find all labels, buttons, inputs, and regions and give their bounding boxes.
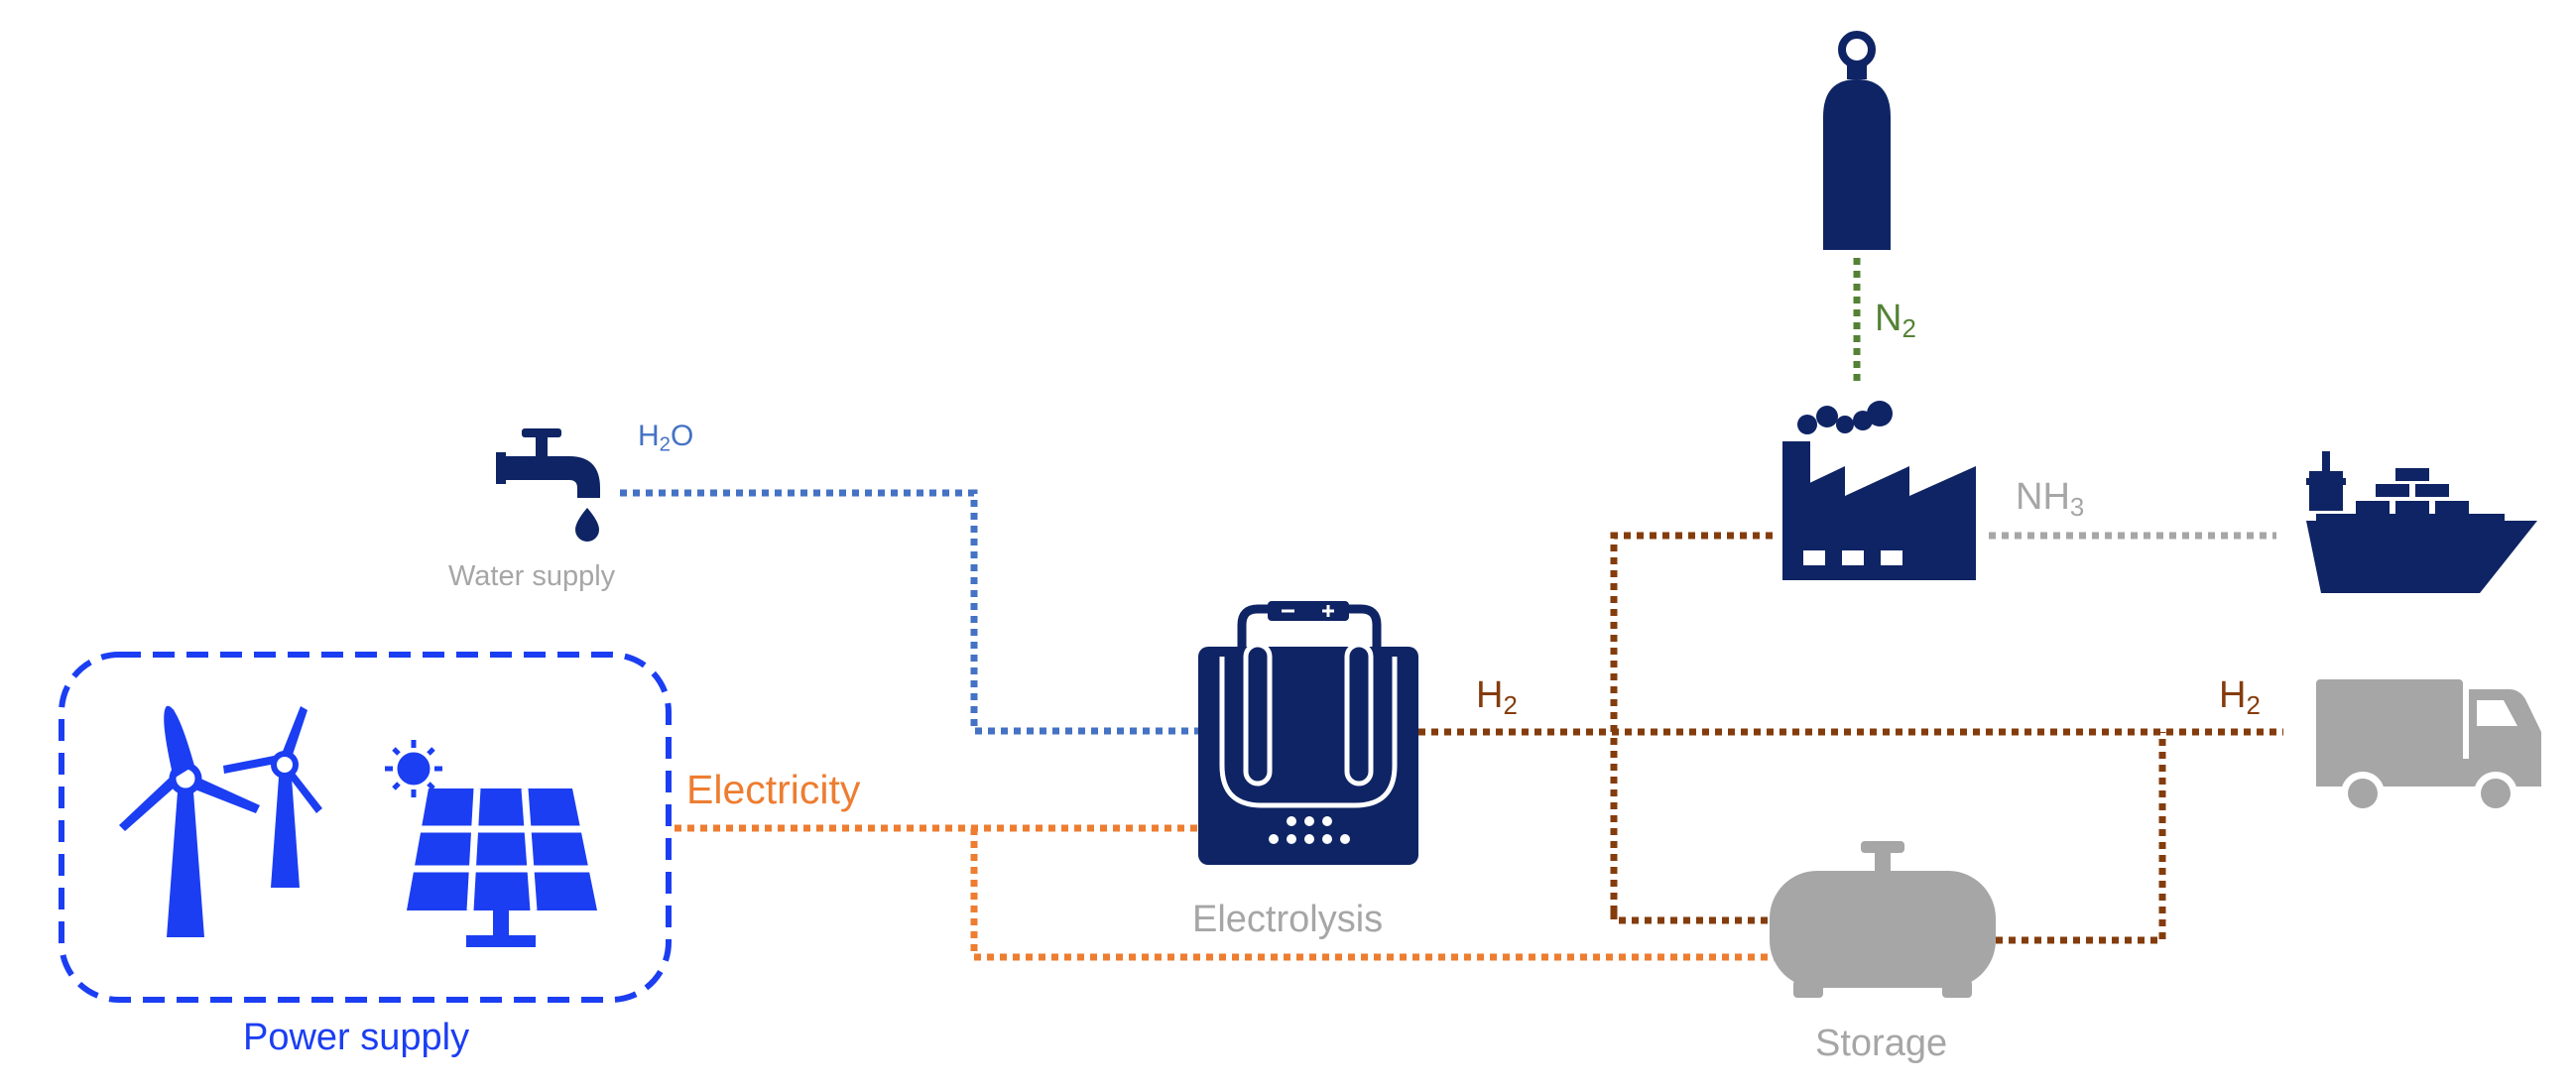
water-supply-label: Water supply: [448, 560, 616, 592]
storage-tank-icon: [1770, 841, 1996, 998]
n2-subscript: 2: [1901, 315, 1916, 344]
electrolysis-label: Electrolysis: [1192, 899, 1384, 940]
n2-label: N2: [1875, 298, 1916, 342]
h2o-label: H2O: [638, 420, 694, 455]
truck-icon: [2316, 679, 2541, 815]
h2o-tail: O: [671, 420, 694, 452]
electrolyzer-icon: [1198, 601, 1418, 865]
h2-subscript: 2: [2246, 692, 2261, 721]
wind-turbine-icon: [223, 706, 322, 888]
hydrogen-to-factory-line: [1610, 532, 1776, 912]
power-supply-box: [59, 652, 672, 1003]
factory-icon: [1782, 401, 1976, 580]
h2-subscript: 2: [1503, 692, 1518, 721]
electricity-label: Electricity: [686, 767, 861, 812]
ship-icon: [2306, 451, 2537, 593]
h2o-subscript: 2: [659, 433, 672, 456]
water-line: [620, 489, 1198, 735]
h2-label-truck: H2: [2219, 674, 2261, 719]
electricity-to-storage-line: [970, 828, 1778, 961]
nh3-label: NH3: [2016, 476, 2084, 521]
h2-label-electrolysis: H2: [1476, 674, 1518, 719]
solar-panel-icon: [407, 787, 597, 947]
storage-label: Storage: [1815, 1023, 1948, 1064]
storage-to-truck-line: [1996, 732, 2166, 944]
water-tap-icon: [496, 428, 600, 542]
n2-base: N: [1875, 298, 1902, 339]
sun-icon: [385, 740, 442, 797]
wind-turbine-icon: [119, 705, 260, 937]
gas-cylinder-icon: [1823, 31, 1891, 250]
h2o-base: H: [638, 420, 660, 452]
h2-base: H: [1476, 674, 1504, 716]
hydrogen-to-storage-line: [1610, 912, 1778, 924]
h2-base: H: [2219, 674, 2247, 716]
nh3-base: NH: [2016, 476, 2070, 518]
nh3-subscript: 3: [2069, 494, 2085, 523]
power-supply-label: Power supply: [243, 1017, 470, 1058]
